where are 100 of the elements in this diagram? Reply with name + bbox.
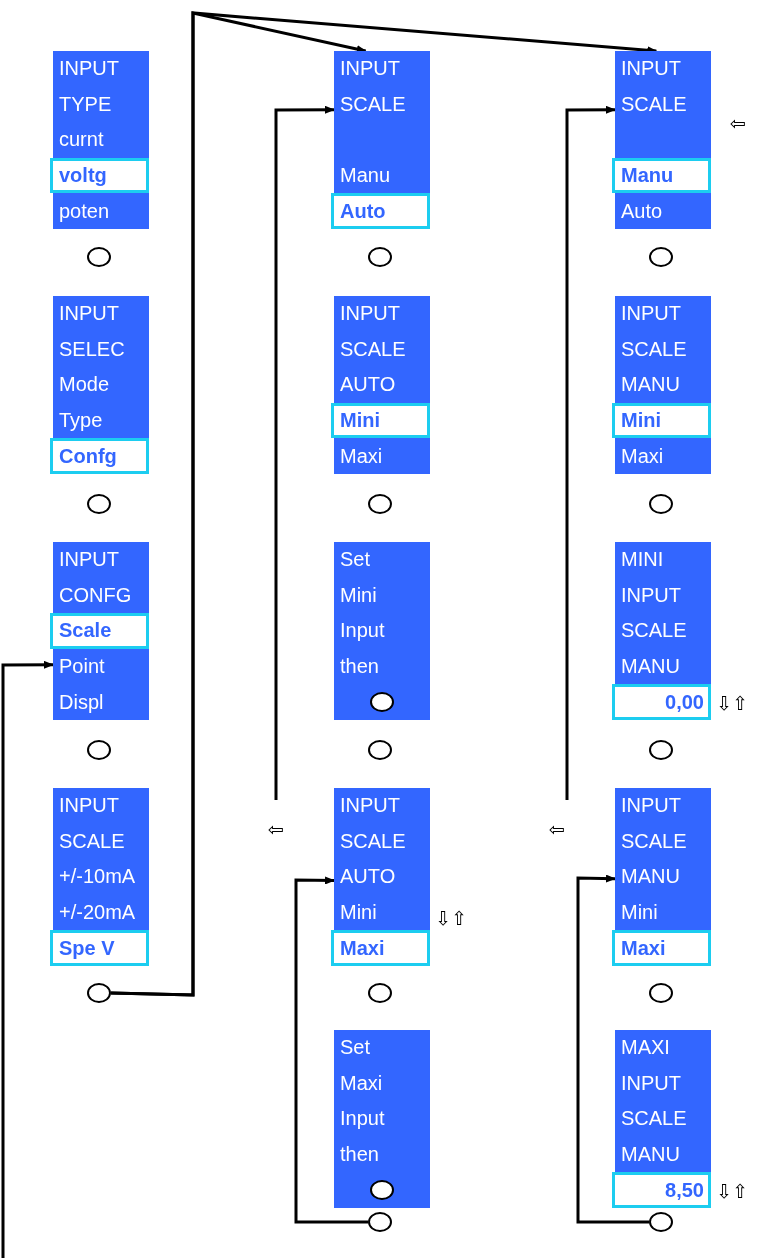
selected-option: voltg (50, 157, 149, 194)
menu-text: Maxi (620, 443, 665, 469)
selected-option: Spe V (50, 930, 149, 966)
push-button (649, 740, 673, 760)
menu-text: INPUT (620, 582, 682, 608)
menu-text: INPUT (339, 301, 401, 327)
menu-text: INPUT (339, 793, 401, 819)
push-button (370, 1180, 394, 1201)
menu-text: Displ (58, 689, 105, 715)
hollow-arrow-icon: ⇦ (268, 820, 284, 839)
menu-text: MINI (620, 547, 665, 573)
push-button (87, 247, 111, 267)
menu-text: SCALE (339, 828, 407, 854)
menu-text: MANU (620, 1142, 681, 1168)
selected-option: Mini (612, 402, 711, 439)
menu-text: SCALE (620, 1106, 688, 1132)
push-button (370, 692, 394, 713)
menu-text: SELEC (58, 336, 126, 362)
menu-text: INPUT (339, 56, 401, 82)
menu-text: INPUT (620, 301, 682, 327)
menu-text: Mini (339, 900, 378, 926)
menu-text: SCALE (339, 91, 407, 117)
menu-text: Set (339, 1035, 372, 1061)
menu-text: SCALE (620, 828, 688, 854)
lcd-screen (53, 542, 149, 720)
menu-text: Input (339, 1106, 386, 1132)
push-button (368, 494, 392, 514)
lcd-screen (334, 542, 430, 720)
menu-text: Maxi (339, 443, 384, 469)
lcd-screen (334, 296, 430, 474)
selected-option: 8,50 (612, 1172, 711, 1208)
push-button (368, 1212, 392, 1232)
lcd-screen (615, 788, 711, 966)
menu-text: INPUT (58, 301, 120, 327)
menu-text: Auto (620, 198, 664, 224)
menu-text: INPUT (620, 1070, 682, 1096)
menu-text: INPUT (620, 56, 682, 82)
menu-text: Manu (339, 163, 392, 189)
selected-option: Manu (612, 157, 711, 194)
selected-option: Mini (331, 402, 430, 439)
menu-text: SCALE (620, 336, 688, 362)
menu-text: then (339, 654, 380, 680)
menu-text: Maxi (339, 1070, 384, 1096)
push-button (87, 740, 111, 760)
arrow (576, 874, 649, 1224)
menu-text: Input (339, 618, 386, 644)
menu-text: AUTO (339, 864, 397, 890)
lcd-screen (615, 51, 711, 229)
menu-text: MANU (620, 372, 681, 398)
menu-text: AUTO (339, 372, 397, 398)
menu-text: then (339, 1142, 380, 1168)
push-button (368, 983, 392, 1003)
menu-text: MAXI (620, 1035, 671, 1061)
push-button (649, 1212, 673, 1232)
arrow (1, 660, 54, 1258)
hollow-arrow-icon: ⇦ (730, 114, 746, 133)
selected-option: Scale (50, 613, 149, 649)
menu-text: Mini (620, 900, 659, 926)
arrow (274, 105, 335, 800)
push-button (649, 494, 673, 514)
menu-text: SCALE (620, 91, 688, 117)
lcd-screen (334, 1030, 430, 1208)
menu-text: SCALE (620, 618, 688, 644)
menu-text: MANU (620, 654, 681, 680)
push-button (368, 740, 392, 760)
push-button (649, 983, 673, 1003)
menu-text: CONFG (58, 582, 133, 608)
menu-text: TYPE (58, 91, 113, 117)
push-button (87, 983, 111, 1003)
menu-text: Set (339, 547, 372, 573)
selected-option: 0,00 (612, 684, 711, 720)
lcd-screen (53, 51, 149, 229)
lcd-screen (53, 296, 149, 474)
up-down-arrows-icon: ⇩⇧ (716, 694, 748, 713)
lcd-screen (53, 788, 149, 966)
selected-option: Maxi (331, 930, 430, 966)
selected-option: Auto (331, 193, 430, 229)
push-button (649, 247, 673, 267)
menu-text: INPUT (620, 793, 682, 819)
menu-text: INPUT (58, 793, 120, 819)
up-down-arrows-icon: ⇩⇧ (435, 909, 467, 928)
menu-text: SCALE (58, 828, 126, 854)
menu-text: Mode (58, 372, 111, 398)
menu-text: +/-10mA (58, 864, 137, 890)
lcd-screen (615, 296, 711, 474)
menu-text: curnt (58, 127, 105, 153)
menu-text: Type (58, 408, 104, 434)
arrow (294, 876, 368, 1224)
menu-text: INPUT (58, 547, 120, 573)
arrow (110, 11, 658, 997)
up-down-arrows-icon: ⇩⇧ (716, 1182, 748, 1201)
arrow (565, 105, 616, 800)
selected-option: Confg (50, 438, 149, 474)
menu-text: INPUT (58, 56, 120, 82)
selected-option: Maxi (612, 930, 711, 966)
menu-text: Mini (339, 582, 378, 608)
menu-text: +/-20mA (58, 900, 137, 926)
menu-text: poten (58, 198, 111, 224)
menu-text: SCALE (339, 336, 407, 362)
menu-text: Point (58, 654, 106, 680)
